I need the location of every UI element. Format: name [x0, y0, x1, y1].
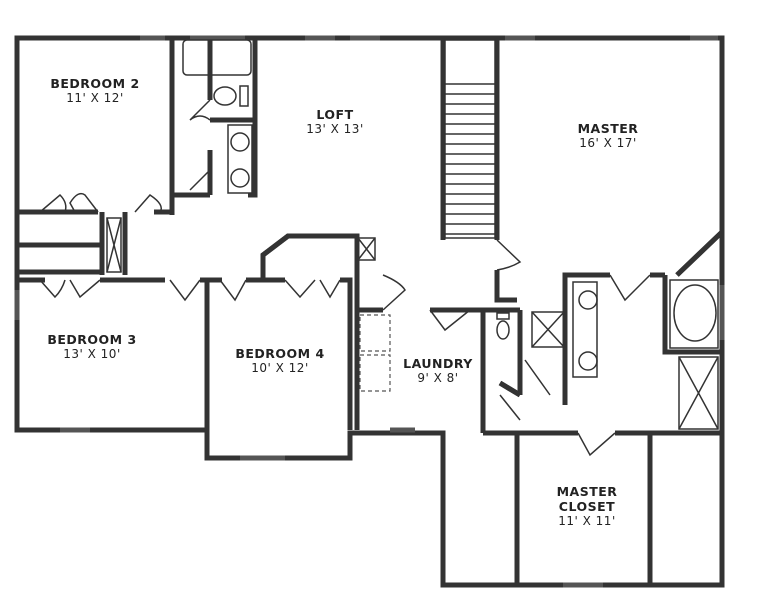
room-label-loft: LOFT 13' X 13'	[306, 107, 364, 137]
sink-icon	[230, 168, 250, 188]
room-label-laundry: LAUNDRY 9' X 8'	[403, 356, 473, 386]
toilet-icon	[496, 320, 510, 340]
door	[382, 274, 406, 311]
room-size: 11' X 12'	[66, 91, 124, 105]
room-size: 16' X 17'	[579, 136, 637, 150]
sink-icon	[230, 132, 250, 152]
linen-closet-icon	[106, 217, 122, 273]
bathtub-icon	[182, 39, 252, 76]
vanity-icon	[572, 281, 598, 378]
shower-icon	[531, 311, 565, 348]
closet-door	[219, 279, 341, 302]
room-size: 9' X 8'	[417, 371, 459, 385]
dryer-icon	[359, 354, 391, 392]
closet-door	[39, 192, 99, 213]
room-label-bedroom-3: BEDROOM 3 13' X 10'	[47, 332, 136, 362]
sink-icon	[578, 290, 598, 310]
door-swings	[39, 99, 651, 457]
room-label-bedroom-4: BEDROOM 4 10' X 12'	[235, 346, 324, 376]
walls	[14, 35, 725, 588]
room-size: 13' X 13'	[306, 122, 364, 136]
room-name: BEDROOM 2	[50, 76, 140, 91]
stairs	[444, 39, 496, 239]
windows	[14, 35, 725, 588]
door	[496, 239, 522, 271]
room-size: 13' X 10'	[63, 347, 121, 361]
toilet-icon	[213, 86, 237, 106]
room-name: BEDROOM 4	[235, 346, 325, 361]
door	[609, 274, 651, 302]
stair-treads	[445, 83, 495, 235]
room-label-master-closet: MASTER CLOSET 11' X 11'	[547, 484, 627, 529]
vanity-icon	[227, 124, 253, 194]
room-label-bedroom-2: BEDROOM 2 11' X 12'	[50, 76, 139, 106]
sink-icon	[578, 351, 598, 371]
door	[577, 432, 616, 457]
door	[499, 359, 551, 421]
room-size: 10' X 12'	[251, 361, 309, 375]
room-size: 11' X 11'	[558, 514, 616, 528]
door	[429, 309, 471, 332]
room-name: LOFT	[316, 107, 354, 122]
room-name: BEDROOM 3	[47, 332, 137, 347]
fixtures	[106, 39, 719, 430]
closet-door	[39, 279, 101, 299]
door	[169, 279, 201, 302]
room-label-master: MASTER 16' X 17'	[578, 121, 639, 151]
door	[189, 99, 211, 191]
room-name: LAUNDRY	[403, 356, 473, 371]
washer-icon	[359, 314, 391, 352]
tub-icon	[669, 279, 719, 349]
shower-icon	[678, 356, 719, 430]
room-name: MASTER	[577, 121, 639, 136]
door	[134, 194, 162, 213]
room-name: MASTER CLOSET	[556, 484, 618, 514]
